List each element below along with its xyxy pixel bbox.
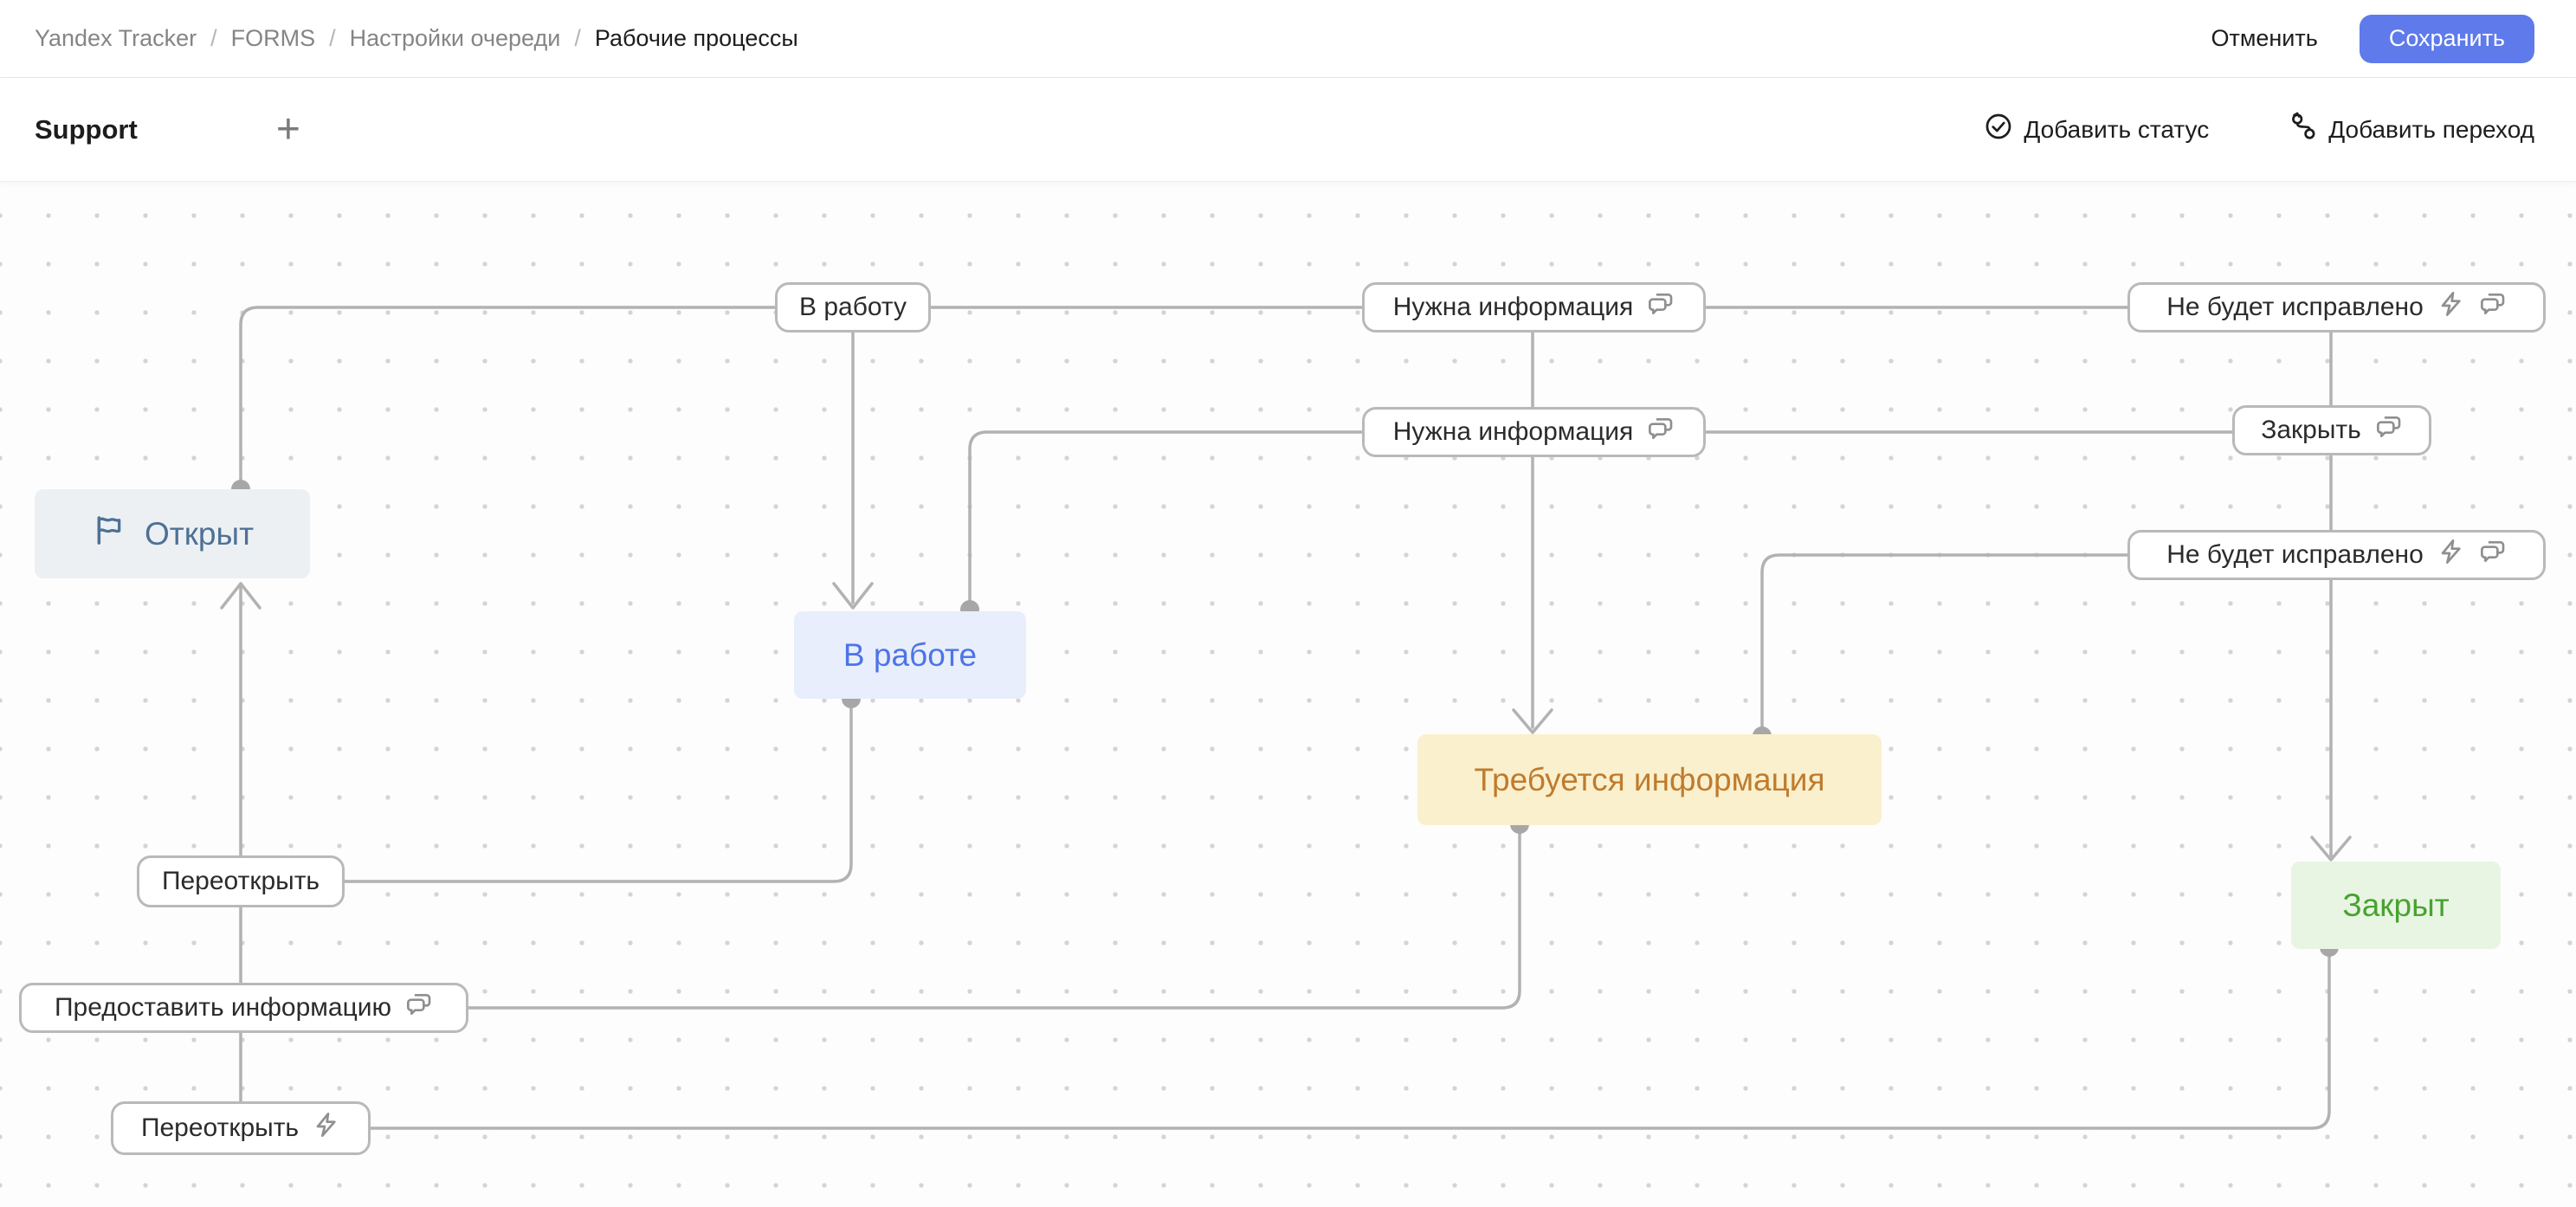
breadcrumb-item-queue[interactable]: FORMS xyxy=(231,25,316,52)
lightning-icon xyxy=(2437,290,2465,325)
transition-label: Не будет исправлено xyxy=(2166,293,2424,322)
transition-label: Предоставить информацию xyxy=(55,993,391,1023)
flag-icon xyxy=(91,512,127,556)
chat-icon xyxy=(2479,538,2507,572)
chat-icon xyxy=(1647,415,1675,449)
edge-closed-reopen xyxy=(371,947,2329,1128)
edge-inprogress-reopen xyxy=(344,699,851,881)
chat-icon xyxy=(2479,290,2507,325)
chat-icon xyxy=(405,991,433,1025)
workflow-toolbar: Support + Добавить статус Добавить перех… xyxy=(0,78,2576,182)
transition-label: В работу xyxy=(799,293,907,322)
chat-icon xyxy=(2375,413,2403,448)
transition-label: Нужна информация xyxy=(1393,417,1634,447)
chat-icon xyxy=(1647,290,1675,325)
status-node-in-progress[interactable]: В работе xyxy=(794,611,1026,699)
transition-reopen-1[interactable]: Переоткрыть xyxy=(137,855,345,907)
breadcrumb-item-tracker[interactable]: Yandex Tracker xyxy=(35,25,197,52)
transition-wont-fix-2[interactable]: Не будет исправлено xyxy=(2127,530,2546,580)
breadcrumb-item-queue-settings[interactable]: Настройки очереди xyxy=(350,25,561,52)
check-circle-icon xyxy=(1984,112,2013,147)
transition-wont-fix-1[interactable]: Не будет исправлено xyxy=(2127,282,2546,332)
branch-icon xyxy=(2289,112,2318,147)
workflow-connectors xyxy=(0,182,2576,1207)
status-label: Закрыт xyxy=(2342,888,2449,924)
breadcrumb-separator: / xyxy=(329,25,336,52)
breadcrumb: Yandex Tracker / FORMS / Настройки очере… xyxy=(35,25,798,52)
transition-need-info-2[interactable]: Нужна информация xyxy=(1362,407,1706,457)
add-status-label: Добавить статус xyxy=(2024,116,2209,144)
edge-open-top-rail xyxy=(241,307,2331,489)
status-node-closed[interactable]: Закрыт xyxy=(2291,862,2501,949)
transition-need-info-1[interactable]: Нужна информация xyxy=(1362,282,1706,332)
add-status-button[interactable]: Добавить статус xyxy=(1984,112,2209,147)
status-node-open[interactable]: Открыт xyxy=(35,489,310,578)
lightning-icon xyxy=(313,1111,340,1146)
status-label: В работе xyxy=(843,637,977,674)
workflow-canvas[interactable]: Открыт В работе Требуется информация Зак… xyxy=(0,182,2576,1207)
lightning-icon xyxy=(2437,538,2465,572)
add-transition-button[interactable]: Добавить переход xyxy=(2289,112,2534,147)
transition-provide-info[interactable]: Предоставить информацию xyxy=(19,983,468,1033)
transition-label: Переоткрыть xyxy=(141,1113,299,1143)
edge-inprogress-rail xyxy=(970,432,2331,610)
transition-label: Закрыть xyxy=(2261,416,2361,445)
top-bar: Yandex Tracker / FORMS / Настройки очере… xyxy=(0,0,2576,78)
save-button[interactable]: Сохранить xyxy=(2360,15,2534,63)
add-workflow-button[interactable]: + xyxy=(276,109,300,151)
workflow-tab-support[interactable]: Support xyxy=(35,114,138,145)
status-label: Открыт xyxy=(145,516,254,552)
status-label: Требуется информация xyxy=(1474,762,1824,798)
transition-to-work[interactable]: В работу xyxy=(775,282,931,332)
status-node-need-info[interactable]: Требуется информация xyxy=(1417,734,1882,825)
transition-label: Переоткрыть xyxy=(162,867,320,896)
breadcrumb-separator: / xyxy=(574,25,581,52)
transition-reopen-2[interactable]: Переоткрыть xyxy=(111,1101,371,1155)
add-transition-label: Добавить переход xyxy=(2328,116,2534,144)
breadcrumb-item-workflows: Рабочие процессы xyxy=(595,25,798,52)
edge-needinfo-provide xyxy=(468,824,1520,1008)
cancel-button[interactable]: Отменить xyxy=(2211,25,2317,52)
breadcrumb-separator: / xyxy=(210,25,217,52)
edge-needinfo-rail xyxy=(1762,555,2331,736)
transition-close[interactable]: Закрыть xyxy=(2232,405,2431,455)
transition-label: Нужна информация xyxy=(1393,293,1634,322)
transition-label: Не будет исправлено xyxy=(2166,540,2424,570)
